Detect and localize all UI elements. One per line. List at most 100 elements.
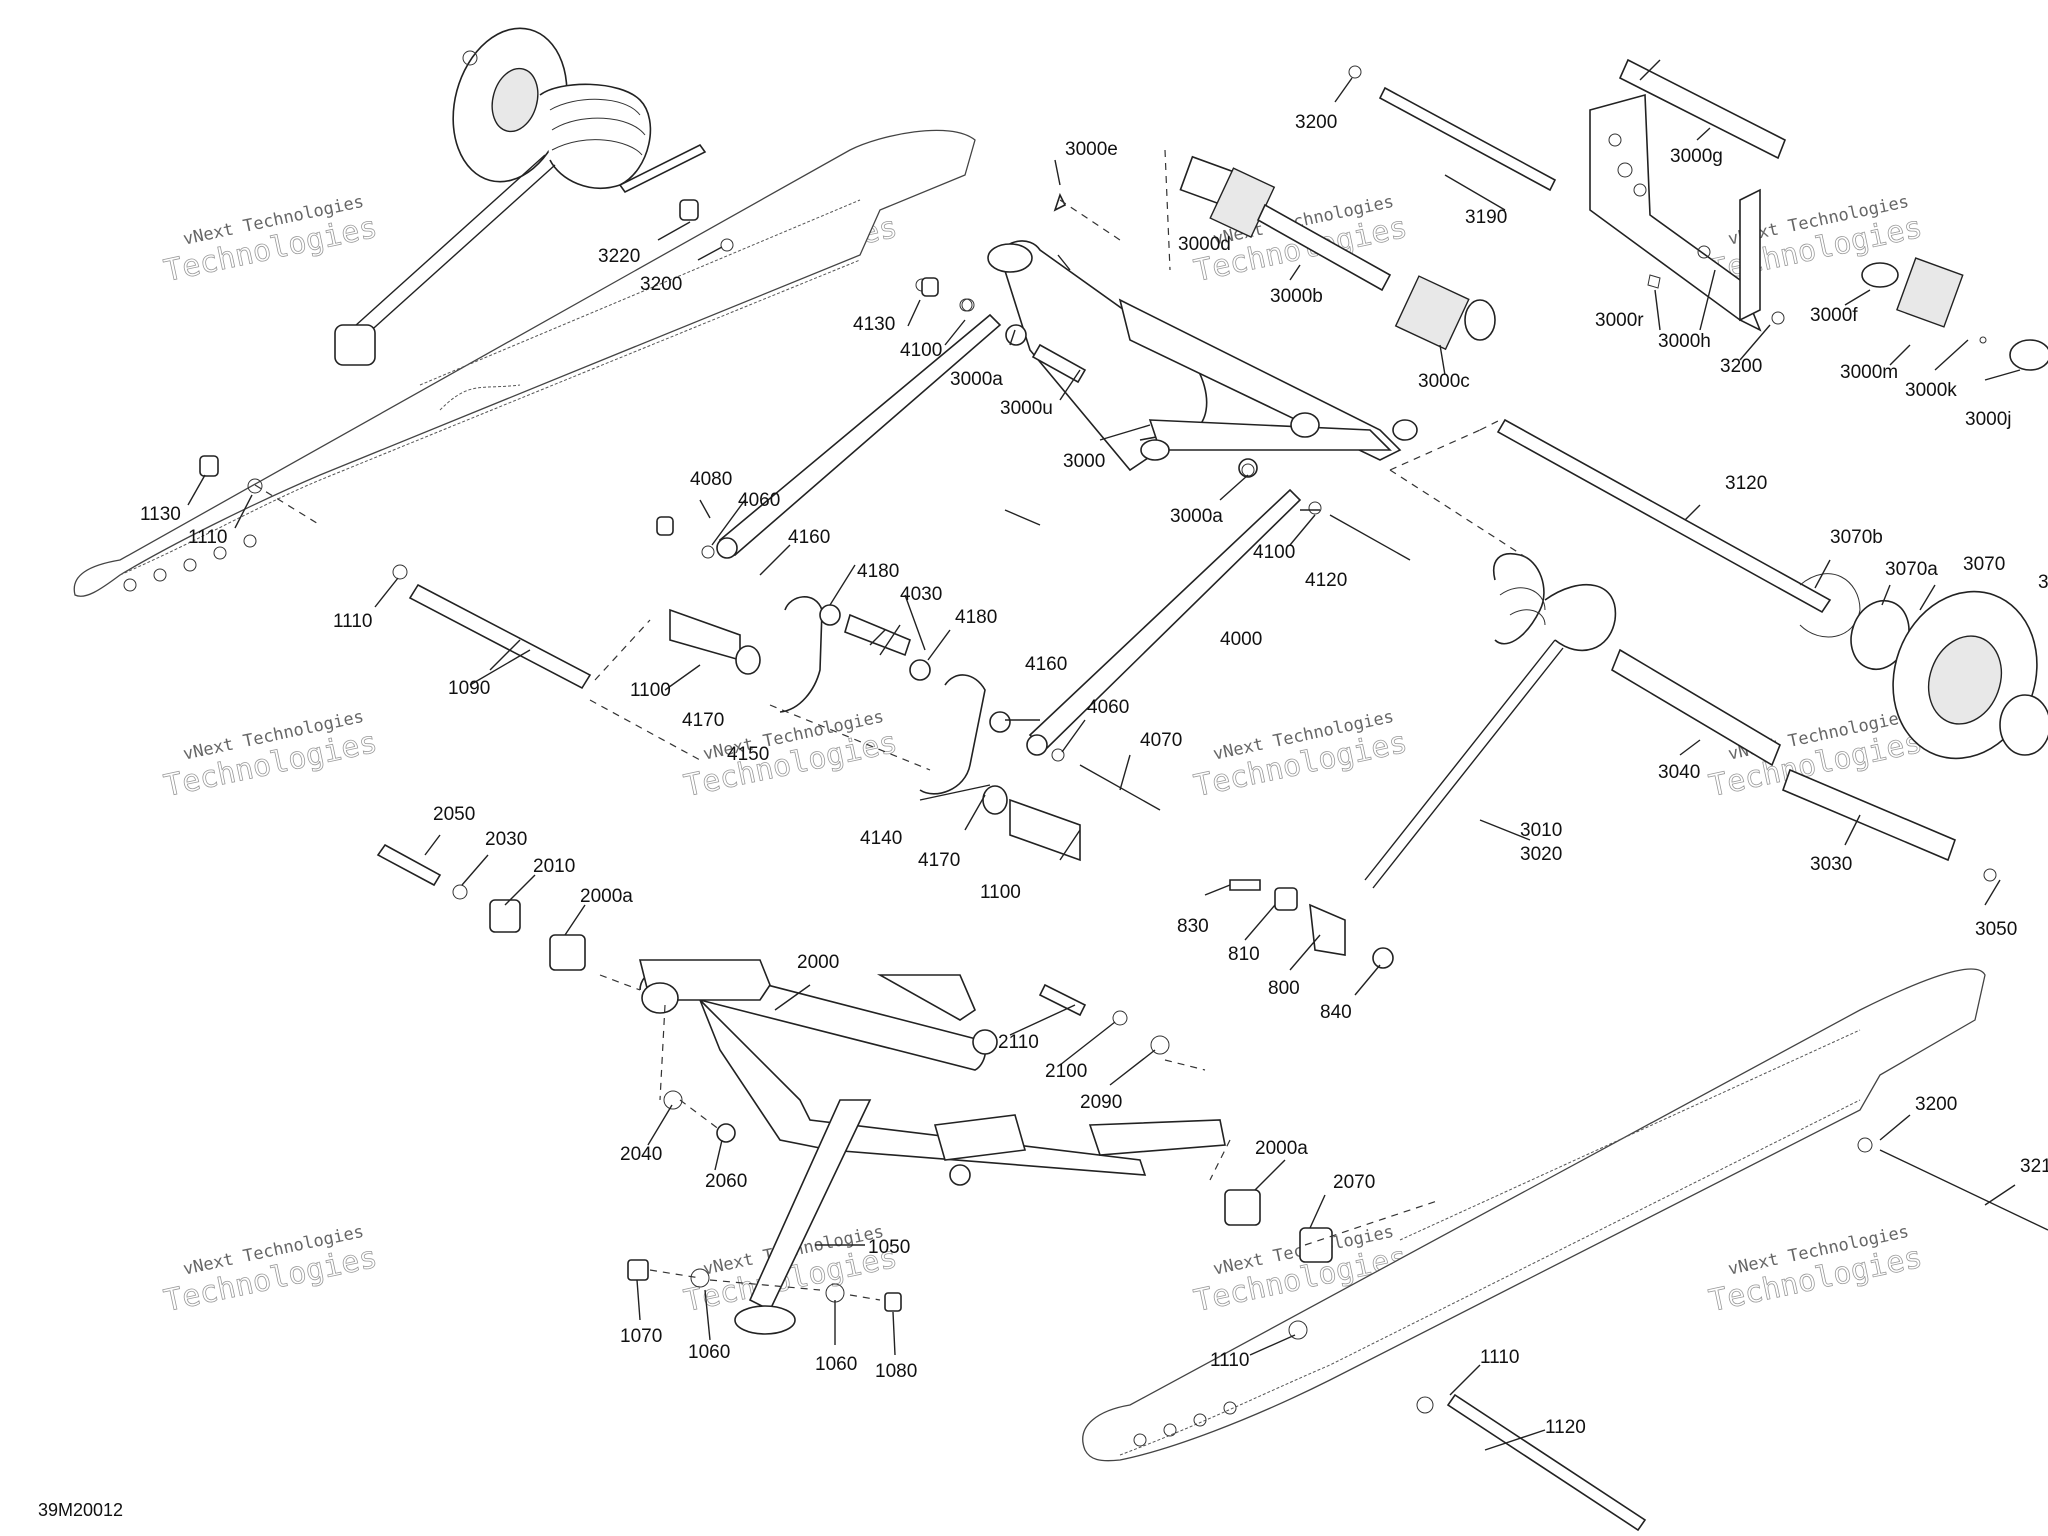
callout-4160: 4160 [788, 527, 830, 548]
right-slide-rail [1082, 968, 1986, 1462]
callout-4170: 4170 [682, 710, 724, 731]
lower-hardware [627, 1259, 902, 1312]
callout-1090: 1090 [448, 678, 490, 699]
watermark: vNext Technologies Technologies [1706, 1222, 1926, 1320]
stopper-hardware [1229, 879, 1394, 969]
callout-4180: 4180 [857, 561, 899, 582]
callout-4100: 4100 [900, 340, 942, 361]
callout-2030: 2030 [485, 829, 527, 850]
callout-4070: 4070 [1140, 730, 1182, 751]
callout-1060: 1060 [688, 1342, 730, 1363]
callout-800: 800 [1268, 978, 1300, 999]
callout-2010: 2010 [533, 856, 575, 877]
callout-2040: 2040 [620, 1144, 662, 1165]
callout-1110: 1110 [188, 527, 227, 548]
upper-brackets [1053, 155, 1496, 351]
callout-3050: 3050 [1975, 919, 2017, 940]
callout-3070a: 3070a [1885, 559, 1938, 580]
callout-3200: 3200 [640, 274, 682, 295]
callout-4060: 4060 [1087, 697, 1129, 718]
left-washers [199, 199, 973, 580]
callout-4000: 4000 [1220, 629, 1262, 650]
callout-3190: 3190 [1465, 207, 1507, 228]
callout-2070: 2070 [1333, 1172, 1375, 1193]
callout-3000r: 3000r [1595, 310, 1644, 331]
callout-3000e: 3000e [1065, 139, 1118, 160]
callout-4180: 4180 [955, 607, 997, 628]
callout-3000m: 3000m [1840, 362, 1898, 383]
callout-3000: 3000 [1063, 451, 1105, 472]
link-rods [716, 313, 1302, 756]
assembly-dashed-lines [254, 149, 1531, 1301]
rear-bracket [1589, 93, 2048, 371]
callout-4130: 4130 [853, 314, 895, 335]
callout-3: 3 [2038, 572, 2048, 593]
watermark: vNext Technologies Technologies [161, 707, 381, 805]
callout-1110: 1110 [1210, 1350, 1249, 1371]
callout-1120: 1120 [1545, 1417, 1586, 1438]
callout-4170: 4170 [918, 850, 960, 871]
bushings-upper [915, 278, 1258, 478]
callout-3070b: 3070b [1830, 527, 1883, 548]
callout-3000h: 3000h [1658, 331, 1711, 352]
callout-1130: 1130 [140, 504, 181, 525]
callout-3000a: 3000a [950, 369, 1003, 390]
callout-840: 840 [1320, 1002, 1352, 1023]
diagram-code: 39M20012 [38, 1500, 124, 1520]
callout-4080: 4080 [690, 469, 732, 490]
callout-3040: 3040 [1658, 762, 1700, 783]
callout-3120: 3120 [1725, 473, 1767, 494]
callout-3010: 3010 [1520, 820, 1562, 841]
callout-4140: 4140 [860, 828, 902, 849]
rocker-arms [669, 596, 1081, 862]
callout-2110: 2110 [998, 1032, 1039, 1053]
callout-810: 810 [1228, 944, 1260, 965]
callout-2060: 2060 [705, 1171, 747, 1192]
callout-3000b: 3000b [1270, 286, 1323, 307]
callout-2000a: 2000a [1255, 1138, 1308, 1159]
callout-1050: 1050 [868, 1237, 910, 1258]
callout-3000c: 3000c [1418, 371, 1470, 392]
callout-4160: 4160 [1025, 654, 1067, 675]
callout-1100: 1100 [980, 882, 1021, 903]
callout-3000j: 3000j [1965, 409, 2012, 430]
lower-long-bolt [1288, 1137, 2048, 1532]
leader-lines [187, 59, 2021, 1451]
callout-2000: 2000 [797, 952, 839, 973]
parts [73, 27, 2048, 1532]
callout-3000u: 3000u [1000, 398, 1053, 419]
callout-1110: 1110 [333, 611, 372, 632]
callout-1100: 1100 [630, 680, 671, 701]
callout-3200: 3200 [1295, 112, 1337, 133]
right-torsion-spring [1364, 553, 1997, 889]
rear-axle-wheel [1496, 418, 2048, 760]
front-arm-3000 [987, 240, 1418, 472]
callout-3020: 3020 [1520, 844, 1562, 865]
callout-1080: 1080 [875, 1361, 917, 1382]
callout-4030: 4030 [900, 584, 942, 605]
callout-4150: 4150 [727, 744, 769, 765]
callout-1070: 1070 [620, 1326, 662, 1347]
callout-1110: 1110 [1480, 1347, 1519, 1368]
left-torsion-spring-assembly [334, 27, 707, 366]
callout-3000g: 3000g [1670, 146, 1723, 167]
callout-3200: 3200 [1720, 356, 1762, 377]
callout-3030: 3030 [1810, 854, 1852, 875]
callout-4100: 4100 [1253, 542, 1295, 563]
callout-3000k: 3000k [1905, 380, 1957, 401]
callout-3200: 3200 [1915, 1094, 1957, 1115]
left-slide-rail [73, 129, 976, 597]
callout-830: 830 [1177, 916, 1209, 937]
callout-labels: 3220 3200 3200 3200 3200 1130 1110 1110 … [140, 112, 2048, 1438]
callout-3070: 3070 [1963, 554, 2005, 575]
callout-2090: 2090 [1080, 1092, 1122, 1113]
callout-321: 321 [2020, 1156, 2048, 1177]
callout-3000d: 3000d [1178, 234, 1231, 255]
callout-2100: 2100 [1045, 1061, 1087, 1082]
upper-shafts [1348, 58, 1787, 192]
watermark: vNext Technologies Technologies [161, 1222, 381, 1320]
callout-4120: 4120 [1305, 570, 1347, 591]
callout-2000a: 2000a [580, 886, 633, 907]
callout-1060: 1060 [815, 1354, 857, 1375]
